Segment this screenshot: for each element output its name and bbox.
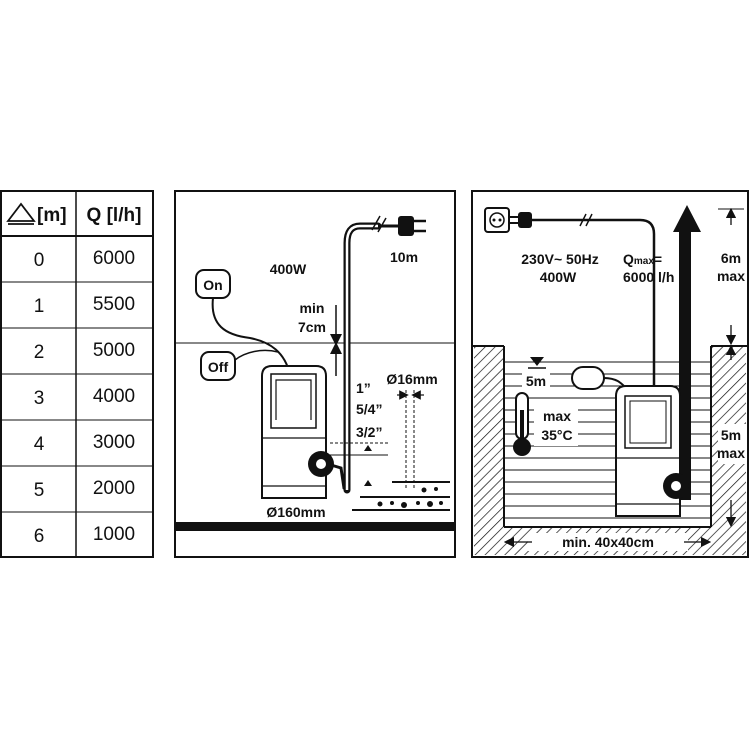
row-flow-1: 5500: [93, 294, 135, 315]
voltage-label: 230V~ 50Hz: [521, 251, 598, 267]
panel-float-switch: On Off 400W: [174, 190, 456, 558]
temp-max-label: max: [543, 408, 571, 424]
qmax-value-label: 6000 l/h: [623, 269, 674, 285]
panel-installation: 230V~ 50Hz 400W Qmax= 6000 l/h 6m max 5m…: [471, 190, 749, 558]
float-level-label: 5m: [526, 373, 546, 389]
thread-1-label: 1”: [356, 380, 371, 396]
float-off-box: Off: [200, 351, 236, 381]
power-label: 400W: [270, 261, 307, 277]
row-head-1: 1: [34, 296, 45, 317]
head-height-icon: [6, 202, 36, 225]
row-head-3: 3: [34, 388, 45, 409]
row-head-6: 6: [34, 526, 45, 547]
socket-icon: [484, 207, 510, 233]
row-flow-5: 2000: [93, 478, 135, 499]
head-value-label: 6m: [721, 250, 741, 266]
row-flow-4: 3000: [93, 432, 135, 453]
row-head-0: 0: [34, 250, 45, 271]
thread-3-label: 3/2”: [356, 424, 382, 440]
pump-body: [261, 365, 334, 499]
row-flow-3: 4000: [93, 386, 135, 407]
row-head-5: 5: [34, 480, 45, 501]
plug-icon: [398, 216, 426, 236]
shaft-size-label: min. 40x40cm: [562, 534, 654, 550]
power-label: 400W: [540, 269, 577, 285]
thermometer-icon: [513, 392, 531, 456]
header-head: [m]: [37, 205, 67, 226]
min-value-label: 7cm: [298, 319, 326, 335]
pump-diameter-label: Ø160mm: [266, 504, 325, 520]
off-label: Off: [208, 359, 229, 375]
row-head-4: 4: [34, 434, 45, 455]
particle-size-label: Ø16mm: [386, 371, 437, 387]
head-flow-table: [m] Q [l/h] 0 6000 1 5500 2 5000 3 4000 …: [0, 190, 154, 558]
head-max-label: max: [717, 268, 745, 284]
min-label: min: [300, 300, 325, 316]
row-flow-6: 1000: [93, 524, 135, 545]
pump-body: [615, 385, 689, 517]
depth-max-label: max: [717, 445, 745, 461]
row-flow-2: 5000: [93, 340, 135, 361]
sediment: [352, 481, 450, 511]
on-label: On: [203, 277, 222, 293]
header-flow: Q [l/h]: [87, 205, 142, 226]
thread-2-label: 5/4”: [356, 401, 382, 417]
float-on-box: On: [195, 269, 231, 299]
qmax-label: Qmax=: [623, 251, 662, 267]
row-flow-0: 6000: [93, 248, 135, 269]
depth-value-label: 5m: [721, 427, 741, 443]
row-head-2: 2: [34, 342, 45, 363]
cable-length-label: 10m: [390, 249, 418, 265]
temp-value-label: 35°C: [541, 427, 572, 443]
